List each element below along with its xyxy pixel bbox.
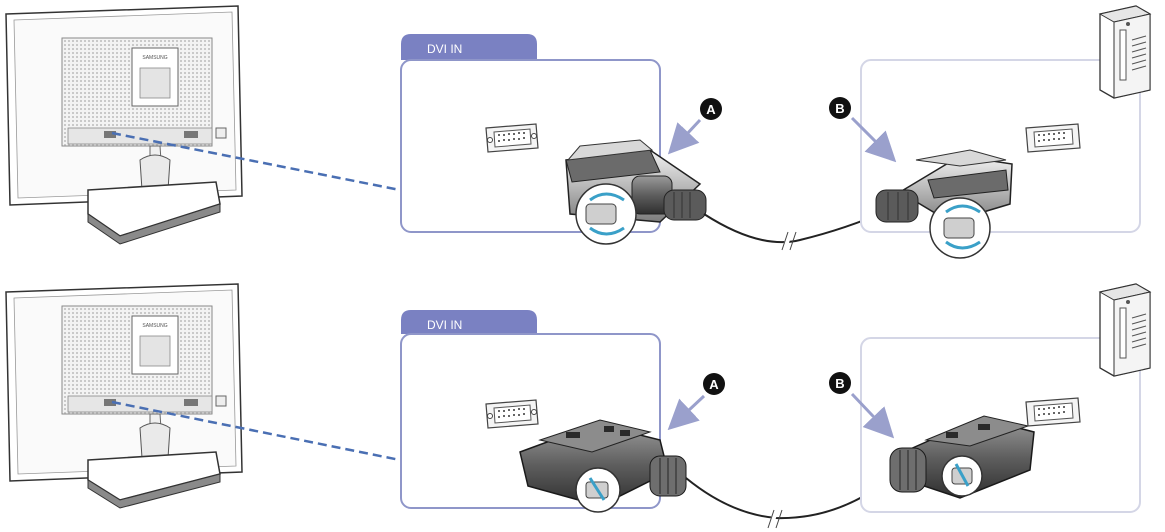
port-label: DVI IN [427,318,462,332]
row-2: SAMSUNG DVI IN [5,283,1152,529]
dashed-link [111,400,401,462]
dvi-port-icon [1025,123,1081,153]
callout-b-label: B [835,376,844,391]
callout-a-label: A [706,102,716,117]
rotate-screw-icon [588,477,606,501]
dashed-link [111,131,401,192]
dvi-port-icon [1025,397,1081,427]
cable-break-icon [767,509,783,529]
callout-a-label: A [709,377,719,392]
cable-break-icon [781,231,797,251]
callout-a [700,98,722,120]
monitor-back-icon: SAMSUNG [5,5,243,245]
dvi-connector-icon [565,139,707,245]
monitor-brand: SAMSUNG [142,55,167,61]
dvi-connector-icon [519,419,687,513]
rotate-screw-icon [954,463,970,487]
pc-tower-icon [1098,5,1152,99]
dvi-port-icon [485,123,539,153]
rotate-screw-icon [945,204,981,214]
monitor-back-icon: SAMSUNG [5,283,243,509]
callout-b-label: B [835,101,844,116]
monitor-brand: SAMSUNG [142,323,167,329]
dvi-port-icon [485,399,539,429]
dvi-connector-icon [875,149,1013,259]
dvi-connector-icon [889,415,1035,499]
row-1: SAMSUNG DVI IN [5,5,1152,259]
callout-b [829,372,851,394]
callout-b [829,97,851,119]
port-label: DVI IN [427,42,462,56]
pc-tower-icon [1098,283,1152,377]
rotate-screw-icon [589,192,625,202]
callout-a [703,373,725,395]
